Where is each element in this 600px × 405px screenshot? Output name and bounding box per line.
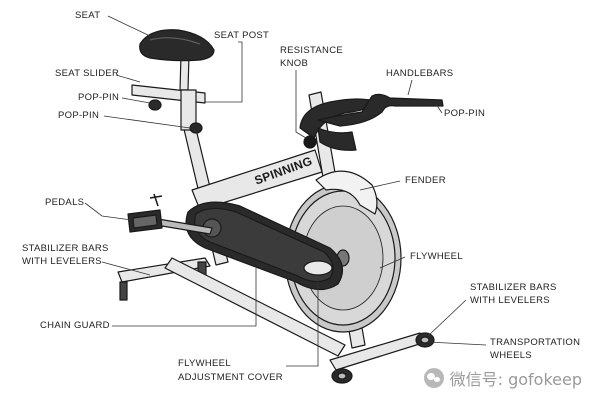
handlebars-shape [299,93,444,151]
label-seat: SEAT [75,10,101,21]
label-handlebars: HANDLEBARS [386,68,454,79]
label-stabilizer-rear-line1: STABILIZER BARS [470,282,557,293]
label-seat-post: SEAT POST [214,30,270,41]
label-stabilizer-rear-line2: WITH LEVELERS [470,295,550,306]
label-pop-pin-handlebars: POP-PIN [444,108,486,119]
label-chain-guard: CHAIN GUARD [40,320,110,331]
watermark-text: 微信号: gofokeep [449,370,582,389]
seat-assembly [131,29,215,134]
label-pop-pin-seat-post: POP-PIN [58,110,100,121]
label-transport-wheels-line2: WHEELS [490,350,532,361]
label-flywheel-cover-line1: FLYWHEEL [178,358,231,369]
label-seat-slider: SEAT SLIDER [55,68,120,79]
pedal-crank [127,193,222,238]
label-resistance-knob-line1: RESISTANCE [280,45,344,56]
label-pop-pin-seat-slider: POP-PIN [78,92,120,103]
label-pedals: PEDALS [45,197,85,208]
label-fender: FENDER [405,175,446,186]
label-stabilizer-front-line2: WITH LEVELERS [22,256,102,267]
label-transport-wheels-line1: TRANSPORTATION [490,337,581,348]
label-resistance-knob-line2: KNOB [280,58,309,69]
label-flywheel-cover-line2: ADJUSTMENT COVER [178,372,283,383]
label-stabilizer-front-line1: STABILIZER BARS [22,243,109,254]
front-stabilizer-bar [329,332,435,384]
chain-guard-shape [185,201,344,291]
label-flywheel: FLYWHEEL [410,251,463,262]
watermark: 微信号: gofokeep [423,366,582,390]
wechat-icon [423,368,444,388]
